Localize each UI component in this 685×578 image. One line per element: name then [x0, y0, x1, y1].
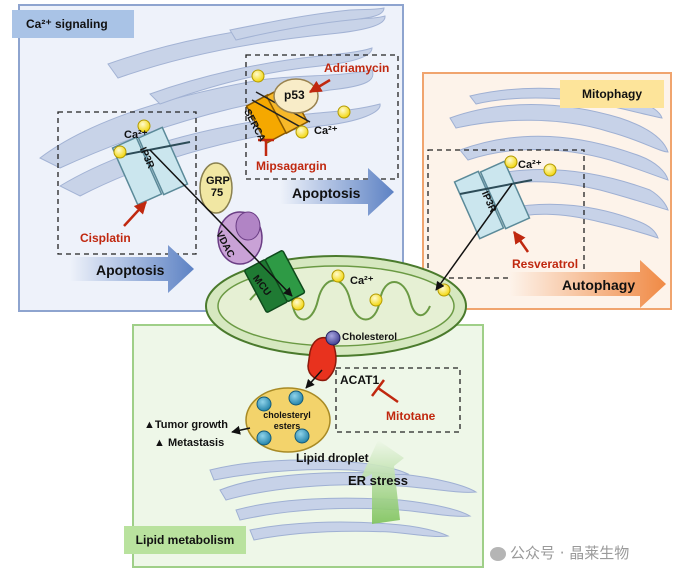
- wechat-icon: [490, 546, 506, 561]
- ca-signaling-tag: Ca²⁺ signaling: [12, 10, 134, 38]
- ca-serca-label: Ca²⁺: [314, 125, 338, 137]
- autophagy-arrow: [510, 260, 666, 308]
- ca-ip3r-right-label: Ca²⁺: [518, 159, 542, 171]
- p53-protein: [273, 78, 319, 114]
- ip3r-dashed-box-right: [427, 149, 585, 279]
- mitotane-label: Mitotane: [386, 409, 436, 423]
- ca-flow-arrow-right: [435, 183, 513, 291]
- adriamycin-arrow: [308, 78, 331, 94]
- apoptosis-top-arrow: [280, 168, 394, 216]
- acat1-dashed-box: [335, 367, 461, 433]
- lipid-droplet-label: Lipid droplet: [296, 451, 369, 465]
- droplet-to-tumor-arrow: [231, 425, 251, 435]
- mitophagy-tag: Mitophagy: [560, 80, 664, 108]
- adriamycin-label: Adriamycin: [324, 61, 390, 75]
- cholesterol-molecule: [325, 330, 341, 346]
- watermark-text: 公众号 · 晶莱生物: [510, 544, 630, 562]
- ca-flow-arrow-left: [149, 149, 293, 297]
- er-stress-arrow: [360, 440, 404, 524]
- mcu-channel: [244, 250, 306, 313]
- grp75-protein: [199, 162, 233, 214]
- mipsagargin-inhibition: [258, 138, 274, 156]
- ip3r-dashed-box-left: [57, 111, 197, 255]
- serca-dashed-box: [245, 54, 399, 180]
- ca-mito-label: Ca²⁺: [350, 275, 374, 287]
- lipid-metabolism-tag: Lipid metabolism: [124, 526, 246, 554]
- cholesterol-to-droplet-arrow: [305, 369, 323, 389]
- acat1-label: ACAT1: [340, 373, 380, 387]
- apoptosis-bottom-label: Apoptosis: [96, 262, 165, 278]
- cisplatin-label: Cisplatin: [80, 231, 131, 245]
- grp75-label: GRP 75: [206, 175, 230, 199]
- er-stress-label: ER stress: [348, 473, 408, 488]
- watermark: 公众号 · 晶莱生物: [490, 542, 629, 563]
- resveratrol-arrow: [512, 230, 530, 253]
- acat1-enzyme: [307, 337, 337, 382]
- autophagy-label: Autophagy: [562, 277, 636, 293]
- cholesteryl-esters-label: cholesteryl esters: [263, 410, 311, 431]
- calcium-ions: [113, 69, 557, 311]
- vdac-protein: [217, 211, 263, 265]
- cholesterol-label: Cholesterol: [342, 332, 398, 343]
- tumor-growth-label: ▲Tumor growth: [144, 419, 229, 431]
- endoplasmic-reticulum-bottom: [209, 459, 478, 541]
- apoptosis-top-label: Apoptosis: [292, 185, 361, 201]
- cisplatin-arrow: [123, 201, 147, 227]
- apoptosis-bottom-arrow: [70, 245, 194, 293]
- p53-label: p53: [284, 88, 305, 102]
- metastasis-label: ▲ Metastasis: [154, 437, 225, 449]
- endoplasmic-reticulum-right: [449, 87, 669, 239]
- ca-ip3r-left-label: Ca²⁺: [124, 129, 148, 141]
- mipsagargin-label: Mipsagargin: [256, 159, 327, 173]
- resveratrol-label: Resveratrol: [512, 257, 579, 271]
- mitotane-inhibition: [371, 379, 399, 404]
